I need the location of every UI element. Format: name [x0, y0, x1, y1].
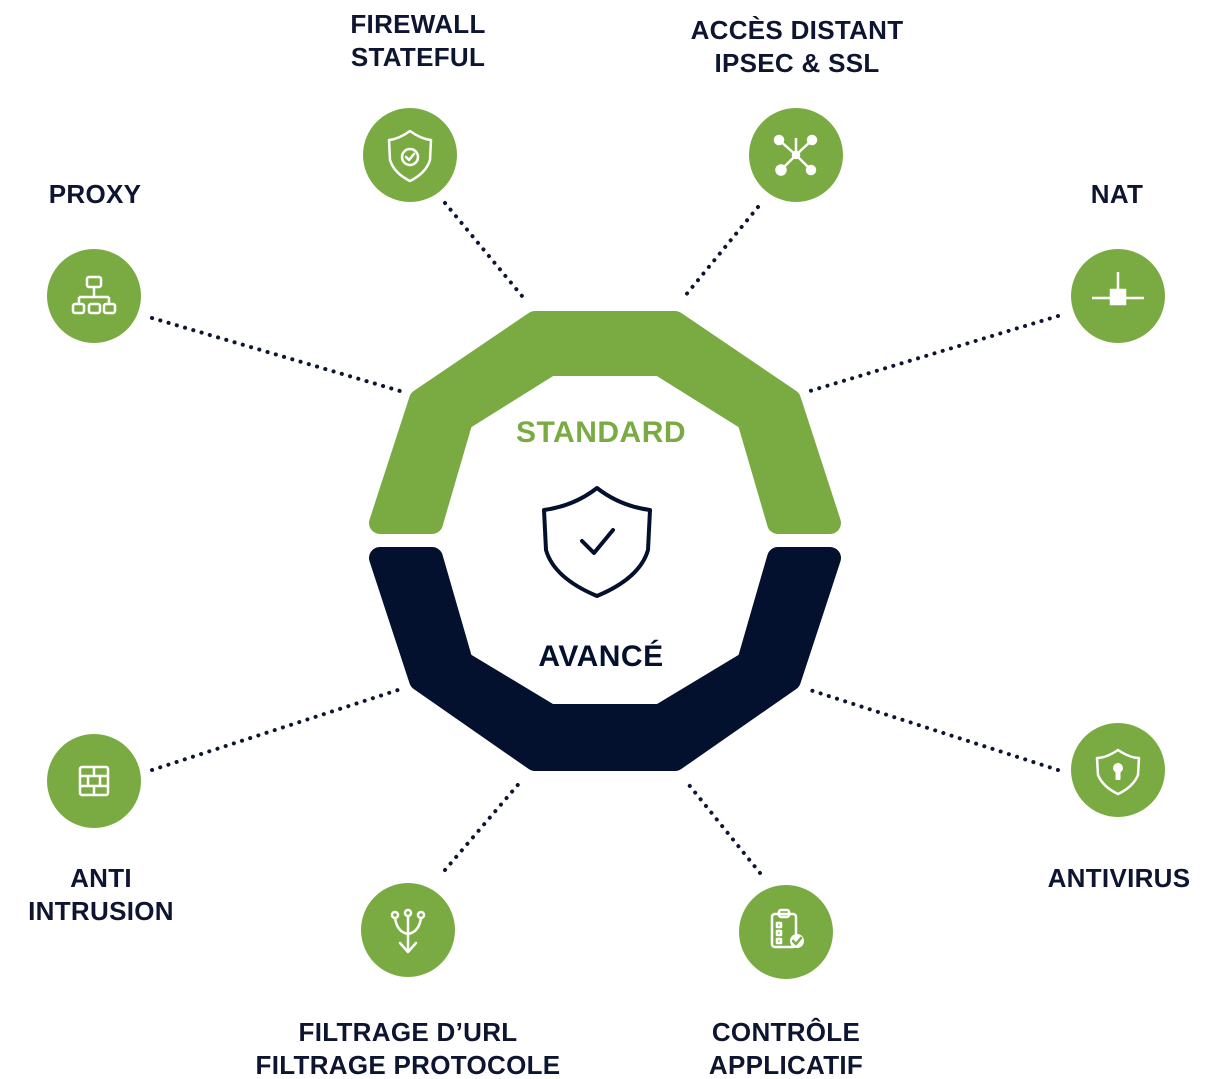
firewall-shield-check-icon: [363, 108, 457, 202]
feature-label-antivirus-line1: ANTIVIRUS: [1047, 863, 1191, 893]
standard-ring-segment: [369, 311, 841, 534]
feature-label-nat: NAT: [1091, 178, 1143, 211]
feature-label-firewall-line2: STATEFUL: [350, 42, 486, 72]
feature-label-app-control: CONTRÔLE APPLICATIF: [709, 1016, 863, 1079]
feature-label-nat-line1: NAT: [1090, 179, 1144, 209]
feature-label-remote-access: ACCÈS DISTANT IPSEC & SSL: [691, 14, 904, 80]
connector-nat: [808, 314, 1060, 393]
connector-intrusion: [150, 688, 400, 772]
feature-label-intrusion-line2: INTRUSION: [28, 896, 174, 926]
feature-label-url-filter-line2: FILTRAGE PROTOCOLE: [255, 1050, 561, 1079]
feature-label-remote-line1: ACCÈS DISTANT: [690, 15, 904, 45]
connector-firewall: [443, 201, 524, 298]
feature-label-app-control-line1: CONTRÔLE: [711, 1017, 861, 1047]
feature-label-remote-line2: IPSEC & SSL: [714, 48, 880, 78]
connector-app-control: [683, 778, 762, 875]
feature-label-proxy-line1: PROXY: [48, 179, 142, 209]
proxy-hierarchy-icon: [47, 249, 141, 343]
standard-label: STANDARD: [515, 416, 687, 449]
feature-label-antivirus: ANTIVIRUS: [1048, 862, 1191, 895]
app-control-clipboard-check-icon: [739, 885, 833, 979]
feature-label-app-control-line2: APPLICATIF: [708, 1050, 864, 1079]
antivirus-shield-lock-icon: [1071, 723, 1165, 817]
connector-proxy: [150, 316, 402, 393]
feature-label-url-filter: FILTRAGE D’URL FILTRAGE PROTOCOLE: [256, 1016, 561, 1079]
url-filter-funnel-arrows-icon: [361, 883, 455, 977]
connector-antivirus: [808, 688, 1060, 772]
feature-label-proxy: PROXY: [49, 178, 142, 211]
intrusion-brick-wall-icon: [47, 734, 141, 828]
connector-remote-access: [683, 205, 760, 298]
connector-url-filter: [443, 778, 524, 872]
advanced-ring-segment: [369, 547, 841, 771]
feature-icons: [47, 108, 1165, 979]
center-shield-icon: [542, 486, 652, 598]
connectors: [150, 201, 1060, 875]
remote-access-network-hub-icon: [749, 108, 843, 202]
feature-label-url-filter-line1: FILTRAGE D’URL: [298, 1017, 518, 1047]
feature-label-intrusion: ANTI INTRUSION: [28, 862, 174, 928]
feature-label-firewall: FIREWALL STATEFUL: [350, 8, 485, 74]
feature-label-intrusion-line1: ANTI: [70, 863, 132, 893]
nat-network-junction-icon: [1071, 249, 1165, 343]
feature-label-firewall-line1: FIREWALL: [350, 9, 486, 39]
advanced-label: AVANCÉ: [538, 640, 664, 673]
